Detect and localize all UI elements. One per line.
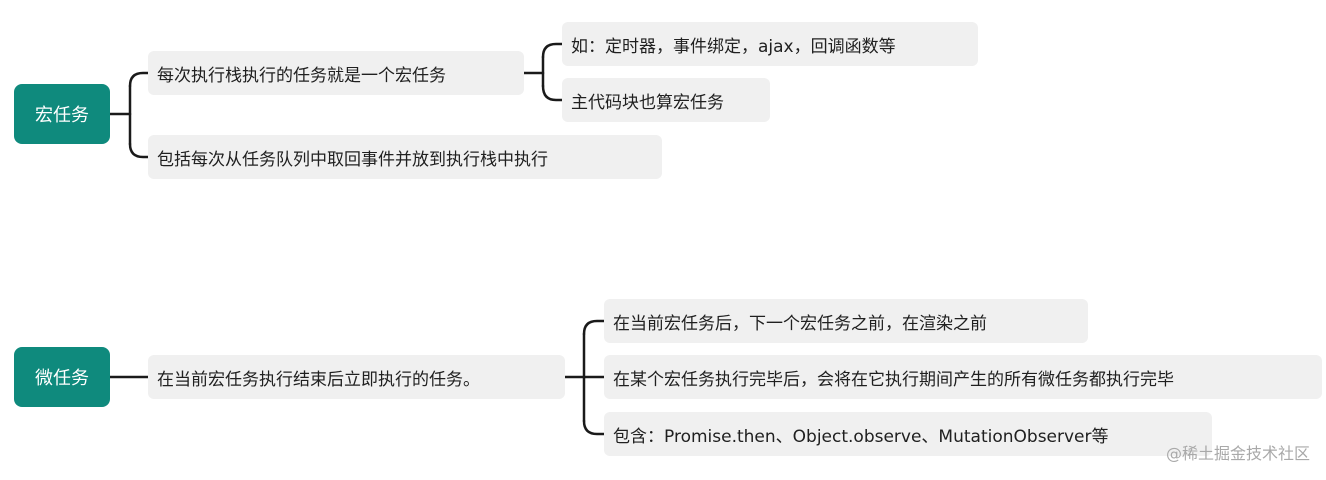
- micro-task-timing[interactable]: 在当前宏任务后，下一个宏任务之前，在渲染之前: [604, 299, 1088, 343]
- macro-connector-child2: [541, 84, 564, 102]
- watermark-text: @稀土掘金技术社区: [1165, 444, 1310, 463]
- micro-task-root[interactable]: 微任务: [14, 347, 110, 407]
- micro-task-examples[interactable]: 包含：Promise.then、Object.observe、MutationO…: [604, 412, 1212, 456]
- macro-task-branch-definition[interactable]: 每次执行栈执行的任务就是一个宏任务: [148, 51, 524, 95]
- macro-task-root[interactable]: 宏任务: [14, 84, 110, 144]
- micro-task-branch-definition[interactable]: 在当前宏任务执行结束后立即执行的任务。: [148, 355, 565, 399]
- macro-task-examples[interactable]: 如：定时器，事件绑定，ajax，回调函数等: [562, 22, 978, 66]
- macro-connector-branch1: [128, 71, 150, 88]
- macro-connector-child1: [541, 42, 564, 59]
- micro-task-completion[interactable]: 在某个宏任务执行完毕后，会将在它执行期间产生的所有微任务都执行完毕: [604, 355, 1322, 399]
- micro-connector-child3: [582, 419, 606, 436]
- micro-connector-child1: [582, 319, 606, 336]
- macro-task-branch-queue[interactable]: 包括每次从任务队列中取回事件并放到执行栈中执行: [148, 135, 662, 179]
- macro-task-main-code[interactable]: 主代码块也算宏任务: [562, 78, 770, 122]
- macro-connector-branch2: [128, 142, 150, 159]
